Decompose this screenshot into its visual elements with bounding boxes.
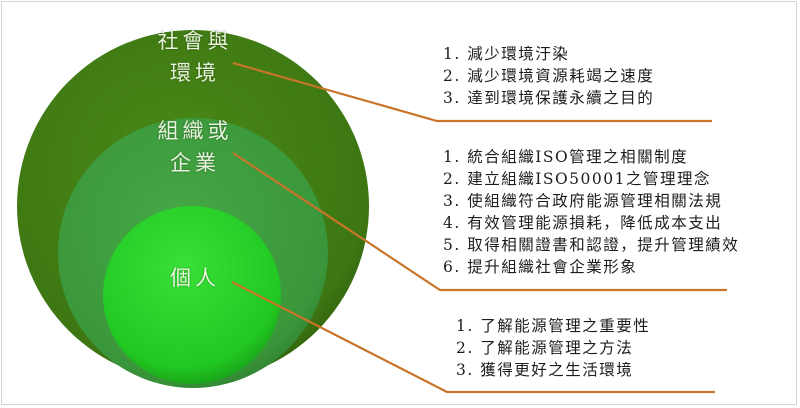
individual-benefits-list: 1. 了解能源管理之重要性 2. 了解能源管理之方法 3. 獲得更好之生活環境 bbox=[456, 315, 650, 381]
list-item: 6. 提升組織社會企業形象 bbox=[443, 258, 638, 276]
inner-circle-individual bbox=[103, 206, 281, 384]
connector-line-society bbox=[232, 61, 712, 123]
society-benefits-list: 1. 減少環境汙染 2. 減少環境資源耗竭之速度 3. 達到環境保護永續之目的 bbox=[443, 43, 654, 109]
connector-line-organization bbox=[232, 152, 727, 292]
list-item: 3. 達到環境保護永續之目的 bbox=[443, 89, 655, 107]
list-item: 1. 減少環境汙染 bbox=[443, 45, 570, 63]
list-item: 3. 獲得更好之生活環境 bbox=[456, 361, 634, 379]
list-item: 2. 了解能源管理之方法 bbox=[456, 339, 634, 357]
list-item: 1. 統合組織ISO管理之相關制度 bbox=[443, 148, 689, 166]
list-item: 2. 建立組織ISO50001之管理理念 bbox=[443, 170, 711, 188]
connector-line-individual bbox=[231, 281, 715, 394]
label-society-environment: 社會與 環境 bbox=[157, 29, 233, 85]
organization-benefits-list: 1. 統合組織ISO管理之相關制度 2. 建立組織ISO50001之管理理念 3… bbox=[443, 146, 739, 278]
list-item: 4. 有效管理能源損耗，降低成本支出 bbox=[443, 214, 723, 232]
list-item: 5. 取得相關證書和認證，提升管理績效 bbox=[443, 236, 740, 254]
list-item: 3. 使組織符合政府能源管理相關法規 bbox=[443, 192, 723, 210]
list-item: 1. 了解能源管理之重要性 bbox=[456, 317, 651, 335]
label-individual: 個人 bbox=[170, 266, 220, 290]
list-item: 2. 減少環境資源耗竭之速度 bbox=[443, 67, 655, 85]
label-organization-enterprise: 組織或 企業 bbox=[157, 119, 233, 175]
